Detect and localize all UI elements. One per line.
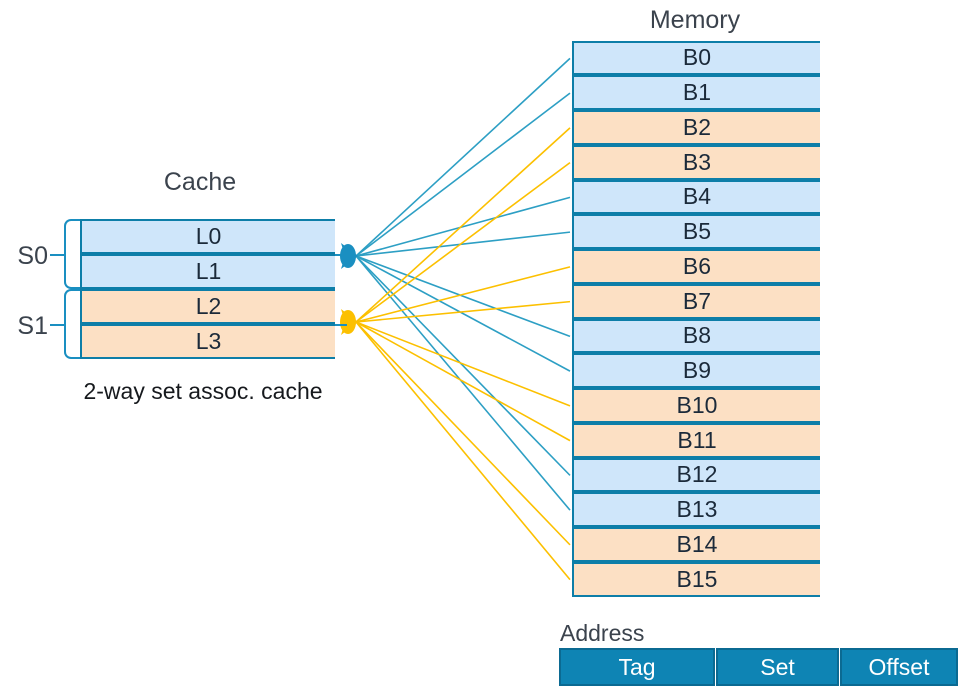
- wire-to-b14: [355, 321, 571, 546]
- memory-block-label: B14: [676, 530, 718, 557]
- memory-block-b1: B1: [574, 75, 820, 110]
- memory-block-label: B6: [682, 252, 712, 279]
- set-label-s1: S1: [17, 312, 48, 340]
- memory-block-label: B0: [682, 44, 712, 71]
- memory-block-b0: B0: [574, 40, 820, 76]
- memory-block-b8: B8: [574, 318, 820, 354]
- wire-to-b6: [355, 266, 571, 323]
- memory-block-label: B9: [682, 357, 712, 384]
- set1-fan-hub: [340, 309, 358, 335]
- memory-block-label: B2: [682, 113, 712, 140]
- wire-to-b4: [355, 196, 571, 257]
- memory-title: Memory: [649, 6, 741, 34]
- wire-to-b5: [355, 231, 571, 257]
- set-tick-s0: [50, 254, 64, 256]
- cache-caption: 2-way set assoc. cache: [83, 378, 323, 404]
- memory-block-label: B10: [676, 391, 718, 418]
- memory-block-b10: B10: [574, 388, 820, 423]
- memory-block-label: B1: [682, 79, 712, 106]
- cache-title: Cache: [163, 168, 237, 196]
- wire-to-b2: [355, 127, 571, 323]
- memory-block-b7: B7: [574, 283, 820, 319]
- address-field-offset: Offset: [840, 648, 958, 686]
- memory-block-b15: B15: [574, 561, 820, 597]
- cache-line-l2: L2: [82, 288, 335, 324]
- cache-line-label: L1: [195, 257, 222, 284]
- address-field-set: Set: [716, 648, 839, 686]
- address-title: Address: [560, 620, 645, 646]
- memory-block-label: B7: [682, 287, 712, 314]
- memory-block-label: B3: [682, 148, 712, 175]
- wire-to-b3: [355, 161, 571, 323]
- set-tick-right-s1: [333, 324, 347, 326]
- set0-fan-hub: [340, 243, 358, 269]
- set-tick-s1: [50, 324, 64, 326]
- cache-line-l1: L1: [82, 253, 335, 289]
- wire-to-b8: [355, 255, 571, 338]
- memory-block-label: B15: [676, 565, 718, 592]
- wire-to-b15: [355, 321, 571, 581]
- wire-to-b12: [355, 255, 571, 476]
- memory-block-b13: B13: [574, 492, 820, 527]
- memory-block-label: B4: [682, 183, 712, 210]
- wire-to-b7: [355, 300, 571, 323]
- set-tick-right-s0: [333, 254, 347, 256]
- cache-line-label: L2: [195, 292, 222, 319]
- cache-line-label: L3: [195, 327, 222, 354]
- address-field-tag: Tag: [559, 648, 715, 686]
- memory-block-b14: B14: [574, 527, 820, 562]
- set-label-s0: S0: [17, 242, 48, 270]
- wire-to-b11: [355, 321, 571, 442]
- memory-block-b4: B4: [574, 179, 820, 215]
- wire-to-b1: [355, 92, 571, 257]
- wire-to-b13: [355, 255, 571, 511]
- memory-block-b2: B2: [574, 110, 820, 145]
- cache-line-l3: L3: [82, 323, 335, 359]
- memory-block-b12: B12: [574, 457, 820, 493]
- memory-block-b9: B9: [574, 353, 820, 388]
- wire-to-b10: [355, 321, 571, 407]
- memory-block-label: B8: [682, 322, 712, 349]
- wire-to-b0: [355, 57, 571, 257]
- memory-block-b6: B6: [574, 249, 820, 284]
- memory-block-label: B5: [682, 218, 712, 245]
- cache-line-label: L0: [195, 222, 222, 249]
- cache-line-l0: L0: [82, 218, 335, 254]
- memory-block-label: B11: [677, 426, 717, 453]
- wire-to-b9: [355, 255, 571, 372]
- set-brace-s0: [64, 219, 80, 289]
- memory-block-b11: B11: [574, 422, 820, 458]
- memory-block-b5: B5: [574, 214, 820, 249]
- memory-block-label: B12: [676, 461, 718, 488]
- set-brace-s1: [64, 289, 80, 359]
- memory-block-b3: B3: [574, 144, 820, 180]
- memory-block-label: B13: [676, 496, 718, 523]
